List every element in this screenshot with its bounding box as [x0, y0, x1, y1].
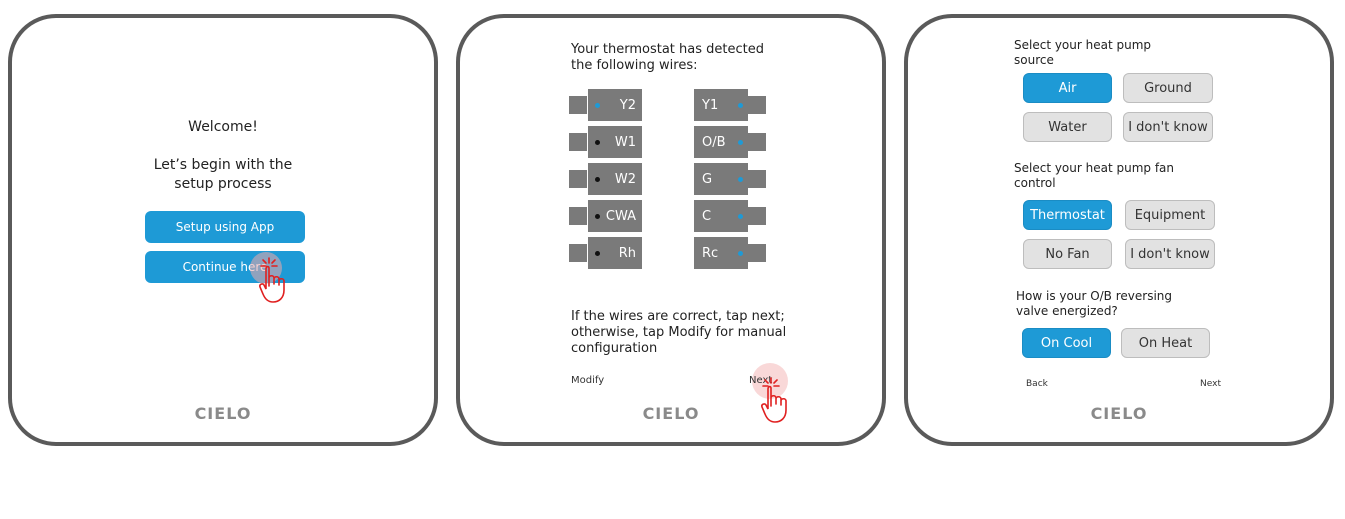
wire-indicator-dot — [595, 214, 600, 219]
source-option-air[interactable]: Air — [1023, 73, 1112, 103]
wire-stub — [569, 133, 587, 151]
wire-indicator-dot — [738, 214, 743, 219]
wires-heading: Your thermostat has detected the followi… — [571, 42, 764, 73]
wire-stub — [748, 133, 766, 151]
welcome-screen: Welcome! Let’s begin with the setup proc… — [8, 14, 438, 446]
setup-using-app-button[interactable]: Setup using App — [145, 211, 305, 243]
wire-stub — [748, 244, 766, 262]
next-link[interactable]: Next — [1200, 379, 1221, 389]
cielo-logo: CIELO — [1090, 404, 1148, 423]
cielo-logo: CIELO — [642, 404, 700, 423]
ob-option-on-cool[interactable]: On Cool — [1022, 328, 1111, 358]
cielo-logo: CIELO — [194, 404, 252, 423]
welcome-title: Welcome! — [188, 119, 258, 135]
wire-stub — [569, 244, 587, 262]
wire-indicator-dot — [595, 140, 600, 145]
wire-stub — [748, 207, 766, 225]
fan-option-equipment[interactable]: Equipment — [1125, 200, 1215, 230]
wire-indicator-dot — [738, 140, 743, 145]
wire-label: Rc — [694, 237, 748, 269]
heat-pump-source-question: Select your heat pump source — [1014, 38, 1152, 67]
wire-stub — [569, 96, 587, 114]
hand-pointer-icon — [761, 377, 787, 423]
fan-option-no-fan[interactable]: No Fan — [1023, 239, 1112, 269]
welcome-subtitle: Let’s begin with the setup process — [153, 157, 293, 192]
source-option-unknown[interactable]: I don't know — [1123, 112, 1213, 142]
wire-indicator-dot — [595, 177, 600, 182]
hand-pointer-icon — [259, 257, 285, 303]
source-option-water[interactable]: Water — [1023, 112, 1112, 142]
ob-valve-question: How is your O/B reversing valve energize… — [1016, 289, 1173, 318]
fan-option-unknown[interactable]: I don't know — [1125, 239, 1215, 269]
wire-detection-screen: Your thermostat has detected the followi… — [456, 14, 886, 446]
tap-highlight — [752, 363, 788, 399]
wire-indicator-dot — [738, 177, 743, 182]
back-link[interactable]: Back — [1026, 379, 1048, 389]
wire-indicator-dot — [595, 103, 600, 108]
wire-stub — [748, 96, 766, 114]
wire-stub — [569, 170, 587, 188]
wire-label: O/B — [694, 126, 748, 158]
wire-indicator-dot — [738, 251, 743, 256]
wires-instructions: If the wires are correct, tap next; othe… — [571, 309, 787, 356]
wire-indicator-dot — [595, 251, 600, 256]
next-link[interactable]: Next — [749, 375, 773, 386]
wire-stub — [748, 170, 766, 188]
fan-control-question: Select your heat pump fan control — [1014, 161, 1175, 190]
modify-link[interactable]: Modify — [571, 375, 605, 386]
ob-option-on-heat[interactable]: On Heat — [1121, 328, 1210, 358]
source-option-ground[interactable]: Ground — [1123, 73, 1213, 103]
continue-here-label: Continue here — [182, 260, 268, 274]
heat-pump-config-screen: Select your heat pump source Air Ground … — [904, 14, 1334, 446]
fan-option-thermostat[interactable]: Thermostat — [1023, 200, 1112, 230]
wire-stub — [569, 207, 587, 225]
wire-indicator-dot — [738, 103, 743, 108]
